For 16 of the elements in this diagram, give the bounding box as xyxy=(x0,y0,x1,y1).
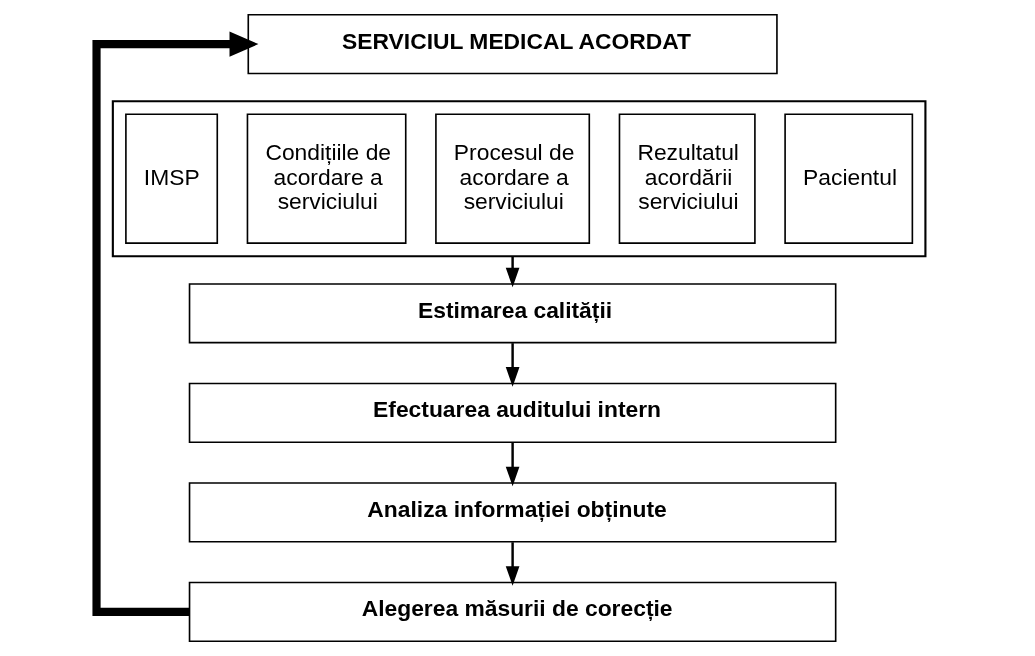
node-box: Alegerea măsurii de corecție xyxy=(188,581,837,643)
arrow xyxy=(92,31,259,616)
arrow xyxy=(505,442,520,487)
node-box: Pacientul xyxy=(784,113,914,244)
node-box: Rezultatul acordării serviciului xyxy=(618,113,756,244)
arrow xyxy=(505,256,520,288)
cluster xyxy=(111,100,927,258)
node-box: Procesul de acordare a serviciului xyxy=(435,113,591,244)
node-box: SERVICIUL MEDICAL ACORDAT xyxy=(247,13,778,75)
node-box: Condițiile de acordare a serviciului xyxy=(246,113,407,244)
node-box: Analiza informației obținute xyxy=(188,482,837,543)
node-box: Efectuarea auditului intern xyxy=(188,382,837,444)
node-box: Estimarea calității xyxy=(188,283,837,344)
arrow xyxy=(505,542,520,586)
node-box: IMSP xyxy=(125,113,219,244)
arrow xyxy=(505,343,520,387)
